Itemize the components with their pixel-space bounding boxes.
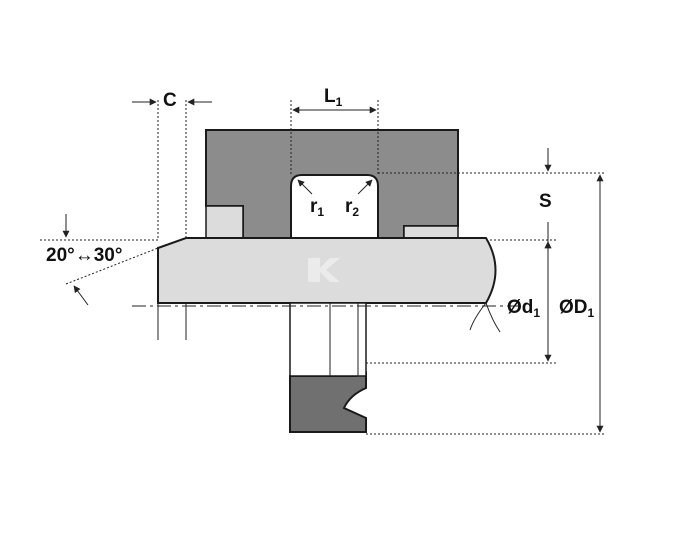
shaft-break-mark bbox=[469, 302, 501, 333]
housing bbox=[205, 129, 459, 239]
r2-leader bbox=[357, 179, 373, 195]
label-s: S bbox=[539, 191, 552, 212]
ext-chamfer-angle bbox=[65, 247, 159, 285]
gland-step bbox=[205, 205, 244, 239]
label-d1: Ød1 bbox=[507, 297, 540, 320]
label-D1: ØD1 bbox=[559, 297, 595, 320]
angle-arrow-bottom bbox=[73, 285, 89, 306]
backup-ring bbox=[403, 225, 459, 239]
r1-leader bbox=[297, 179, 313, 195]
shaft bbox=[157, 237, 497, 304]
seal-housing-section bbox=[289, 302, 367, 377]
label-r2: r2 bbox=[345, 196, 359, 219]
label-c: C bbox=[163, 90, 177, 111]
label-l1: L1 bbox=[324, 86, 343, 109]
label-angle: 20°↔30° bbox=[46, 245, 122, 266]
label-r1: r1 bbox=[310, 196, 324, 219]
logo-mark bbox=[308, 258, 340, 282]
seal-profile bbox=[289, 366, 367, 433]
